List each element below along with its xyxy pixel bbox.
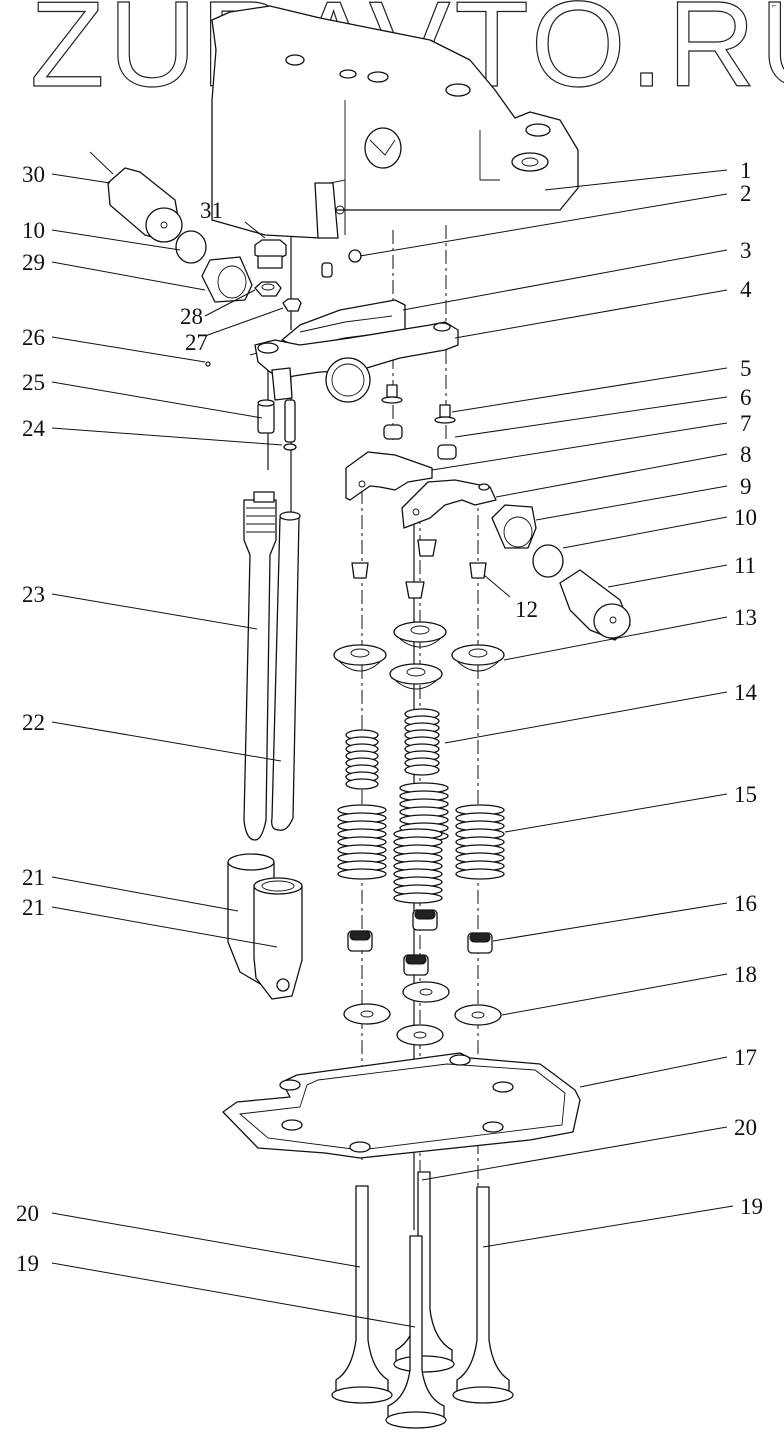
part-13-spring-retainers: [333, 621, 505, 690]
callout-25: 25: [22, 370, 45, 395]
callout-17: 17: [734, 1045, 757, 1070]
part-22-pushrod: [271, 511, 301, 831]
callout-21-b: 21: [22, 895, 45, 920]
inner-spring: [345, 729, 379, 790]
callout-3: 3: [740, 238, 752, 263]
part-28-nut: [254, 281, 282, 297]
part-12-valve-keepers: [351, 539, 487, 599]
part-25-adjuster-sleeve: [257, 399, 275, 434]
callout-23: 23: [22, 582, 45, 607]
part-10-ring-left: [175, 230, 207, 264]
outer-spring: [337, 804, 387, 880]
callout-31: 31: [200, 198, 223, 223]
callout-22: 22: [22, 710, 45, 735]
callout-5: 5: [740, 356, 752, 381]
callout-7: 7: [740, 411, 752, 436]
callout-30: 30: [22, 162, 45, 187]
part-31-plug: [254, 239, 287, 269]
spring-coil: [393, 892, 443, 904]
callout-2: 2: [740, 181, 752, 206]
part-11-shaft: [559, 569, 631, 641]
callout-16: 16: [734, 891, 757, 916]
part-17-gasket: [222, 1052, 581, 1159]
callout-10-right: 10: [734, 505, 757, 530]
callout-18: 18: [734, 962, 757, 987]
part-29-bushing-left: [201, 256, 253, 303]
callout-8: 8: [740, 442, 752, 467]
callout-13: 13: [734, 605, 757, 630]
callout-21-a: 21: [22, 865, 45, 890]
part-14-inner-springs: [345, 708, 440, 790]
callout-15: 15: [734, 782, 757, 807]
spring-coil: [455, 868, 505, 880]
part-15-outer-springs: [337, 782, 505, 904]
part-1-cylinder-head: [211, 5, 579, 239]
spring-coil: [345, 778, 379, 790]
spring-coil: [404, 764, 440, 776]
spring-coil: [337, 868, 387, 880]
callout-24: 24: [22, 416, 46, 441]
part-30-shaft-left: [89, 151, 183, 243]
part-5-adjusting-screw: [381, 384, 456, 424]
outer-spring: [455, 804, 505, 880]
part-2-dowel-pins: [321, 249, 362, 278]
callout-19-right: 19: [740, 1194, 763, 1219]
part-9-bushing: [491, 504, 537, 549]
inner-spring: [404, 708, 440, 776]
part-8-bracket: [401, 479, 497, 529]
part-24-pushrod-end: [283, 399, 297, 451]
corner-mark: ⌐: [772, 1, 777, 10]
part-18-washers: [343, 981, 502, 1046]
part-10-ring-right: [532, 544, 564, 578]
part-6-cap: [383, 424, 457, 460]
callout-20-left: 20: [16, 1201, 39, 1226]
callout-12: 12: [515, 597, 538, 622]
part-19-20-valves: [331, 1171, 514, 1429]
callout-26: 26: [22, 325, 45, 350]
part-23-pushrod-tube: [243, 491, 277, 841]
part-26-pin: [205, 361, 211, 367]
callout-9: 9: [740, 474, 752, 499]
outer-spring: [393, 828, 443, 904]
part-21-tappets: [227, 853, 303, 1000]
callout-29: 29: [22, 250, 45, 275]
callout-11: 11: [734, 553, 756, 578]
callout-10-left: 10: [22, 218, 45, 243]
callout-27: 27: [185, 330, 208, 355]
callout-4: 4: [740, 277, 752, 302]
callout-28: 28: [180, 304, 203, 329]
part-16-valve-stem-seals: [347, 909, 493, 976]
callout-19-left: 19: [16, 1251, 39, 1276]
callout-14: 14: [734, 680, 758, 705]
callout-labels: 1 2 3 4 5 6 7 8 9 10 11 12 13 14 15 16 1…: [16, 158, 763, 1276]
part-7-bracket: [345, 451, 433, 501]
part-27-nut: [282, 298, 302, 312]
leader-lines: [51, 169, 734, 1328]
callout-20-right: 20: [734, 1115, 757, 1140]
callout-6: 6: [740, 385, 752, 410]
part-4-rocker-arm: [254, 321, 459, 403]
callout-1: 1: [740, 158, 752, 183]
